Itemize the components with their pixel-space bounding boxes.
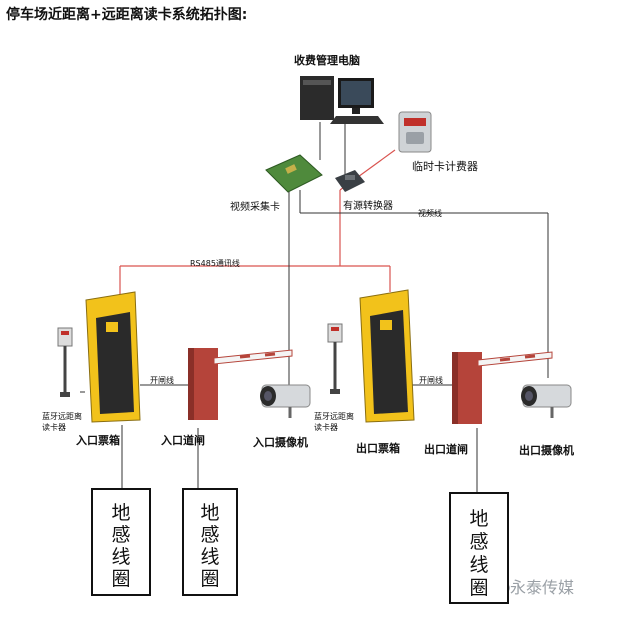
loop-char: 地 <box>200 502 220 524</box>
video-lines <box>80 122 549 492</box>
video-card-label: 视频采集卡 <box>230 202 280 213</box>
loop-char: 圈 <box>111 568 131 590</box>
entry-gate-loop: 地 感 线 圈 <box>182 488 238 596</box>
exit-gate-label: 出口道闸 <box>424 443 468 456</box>
converter-label: 有源转换器 <box>343 201 393 212</box>
rs485-line <box>119 149 396 295</box>
exit-gate-icon <box>452 351 553 424</box>
loop-char: 感 <box>469 531 489 553</box>
exit-gate-loop: 地 感 线 圈 <box>449 492 509 604</box>
exit-ticket-box-icon <box>359 289 415 423</box>
entry-camera-icon <box>260 384 311 418</box>
loop-char: 地 <box>469 508 489 530</box>
entry-bt-reader-icon <box>57 327 73 397</box>
loop-char: 线 <box>469 554 489 576</box>
video-line-label: 视频线 <box>418 209 442 218</box>
exit-bt-reader-label: 蓝牙远距离读卡器 <box>314 412 354 432</box>
loop-char: 线 <box>200 546 220 568</box>
exit-ticket-box-label: 出口票箱 <box>356 442 400 455</box>
loop-char: 圈 <box>200 568 220 590</box>
temp-card-charger-icon <box>398 111 432 153</box>
entry-gate-icon <box>188 348 293 420</box>
entry-gate-label: 入口道闸 <box>161 434 205 447</box>
loop-char: 线 <box>111 546 131 568</box>
loop-char: 感 <box>200 524 220 546</box>
exit-bt-reader-icon <box>327 323 343 394</box>
temp-card-charger-label: 临时卡计费器 <box>412 160 478 173</box>
entry-ticket-loop: 地 感 线 圈 <box>91 488 151 596</box>
diagram-title: 停车场近距离+远距离读卡系统拓扑图: <box>6 7 248 23</box>
pc-label: 收费管理电脑 <box>294 54 360 67</box>
entry-ticket-box-icon <box>85 291 141 423</box>
loop-char: 地 <box>111 502 131 524</box>
rs485-label: RS485通讯线 <box>190 259 240 268</box>
entry-camera-label: 入口摄像机 <box>253 436 308 449</box>
loop-char: 感 <box>111 524 131 546</box>
loop-char: 圈 <box>469 577 489 599</box>
exit-camera-icon <box>521 384 572 418</box>
exit-open-gate-line-label: 开闸线 <box>419 376 443 385</box>
exit-camera-label: 出口摄像机 <box>519 444 574 457</box>
entry-bt-reader-label: 蓝牙远距离读卡器 <box>42 412 82 432</box>
entry-open-gate-line-label: 开闸线 <box>150 376 174 385</box>
watermark-text: 永泰传媒 <box>510 578 575 597</box>
pc-icon <box>300 76 384 124</box>
entry-ticket-box-label: 入口票箱 <box>76 434 120 447</box>
video-capture-card-icon <box>265 154 323 193</box>
converter-icon <box>335 170 365 192</box>
